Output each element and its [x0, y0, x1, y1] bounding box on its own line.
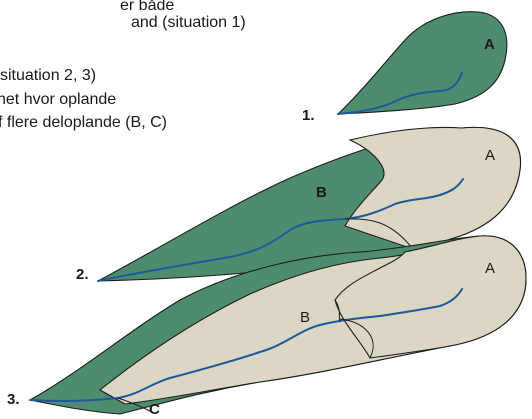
divide-3-c — [117, 397, 151, 412]
situation-1-number: 1. — [302, 107, 315, 124]
label-3-a: A — [485, 260, 495, 277]
caption-line-1: er både — [120, 0, 175, 14]
river-1 — [337, 72, 463, 115]
divide-3-b — [339, 318, 374, 359]
situation-3-number: 3. — [7, 391, 20, 408]
caption-line-6: f flere deloplande (B, C) — [0, 114, 167, 131]
label-3-b: B — [300, 309, 310, 326]
subcatchment-3-a — [334, 235, 527, 359]
divide-2 — [344, 218, 413, 249]
river-2 — [97, 178, 464, 282]
catchment-situation-1: A 1. — [302, 11, 508, 124]
catchment-situation-2: A B 2. — [76, 126, 522, 283]
label-2-b: B — [316, 184, 327, 201]
label-1-a: A — [484, 36, 495, 53]
caption-line-5: net hvor oplande — [0, 91, 117, 108]
catchment-situation-3: A B C 3. — [7, 235, 527, 418]
subcatchment-2-a — [344, 126, 522, 249]
label-3-c: C — [149, 401, 160, 418]
label-2-a: A — [485, 147, 495, 164]
subcatchment-1-a — [336, 11, 508, 115]
caption-line-4: situation 2, 3) — [0, 67, 97, 84]
caption-line-2: and (situation 1) — [131, 14, 246, 31]
divide-3-a — [334, 299, 341, 323]
caption-text: er både and (situation 1) situation 2, 3… — [0, 0, 246, 140]
situation-2-number: 2. — [76, 266, 89, 283]
